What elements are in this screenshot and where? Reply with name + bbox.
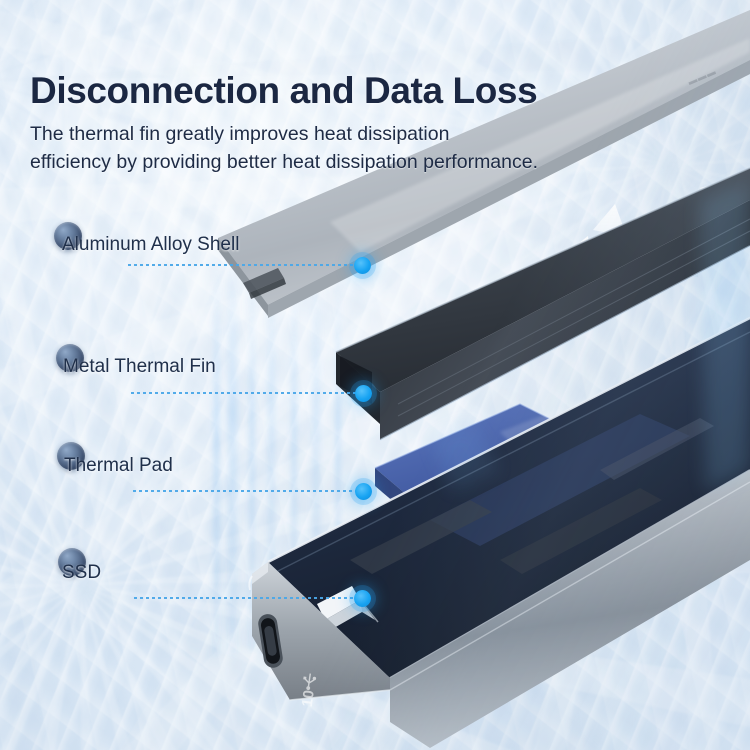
subtitle-line-2: efficiency by providing better heat diss…: [30, 150, 539, 173]
header-block: Disconnection and Data Loss The thermal …: [30, 70, 670, 176]
callout-label: SSD: [62, 562, 102, 583]
callout-connector-line: [134, 597, 356, 599]
callout-label: Thermal Pad: [64, 455, 173, 476]
sphere-bullet-icon: [49, 217, 87, 255]
page-subtitle: The thermal fin greatly improves heat di…: [30, 121, 670, 176]
subtitle-line-1: The thermal fin greatly improves heat di…: [30, 122, 450, 145]
sphere-bullet-icon: [53, 543, 91, 581]
callout-connector-line: [128, 264, 356, 266]
sphere-bullet-icon: [51, 339, 89, 377]
glow-dot-icon: [354, 590, 371, 607]
callout-connector-line: [133, 490, 357, 492]
callout-label: Aluminum Alloy Shell: [62, 234, 240, 255]
glow-dot-icon: [355, 483, 372, 500]
glow-dot-icon: [355, 385, 372, 402]
callout-connector-line: [131, 392, 357, 394]
sphere-bullet-icon: [52, 437, 90, 475]
callout-label: Metal Thermal Fin: [63, 356, 216, 377]
page-title: Disconnection and Data Loss: [30, 70, 538, 111]
glow-dot-icon: [354, 257, 371, 274]
